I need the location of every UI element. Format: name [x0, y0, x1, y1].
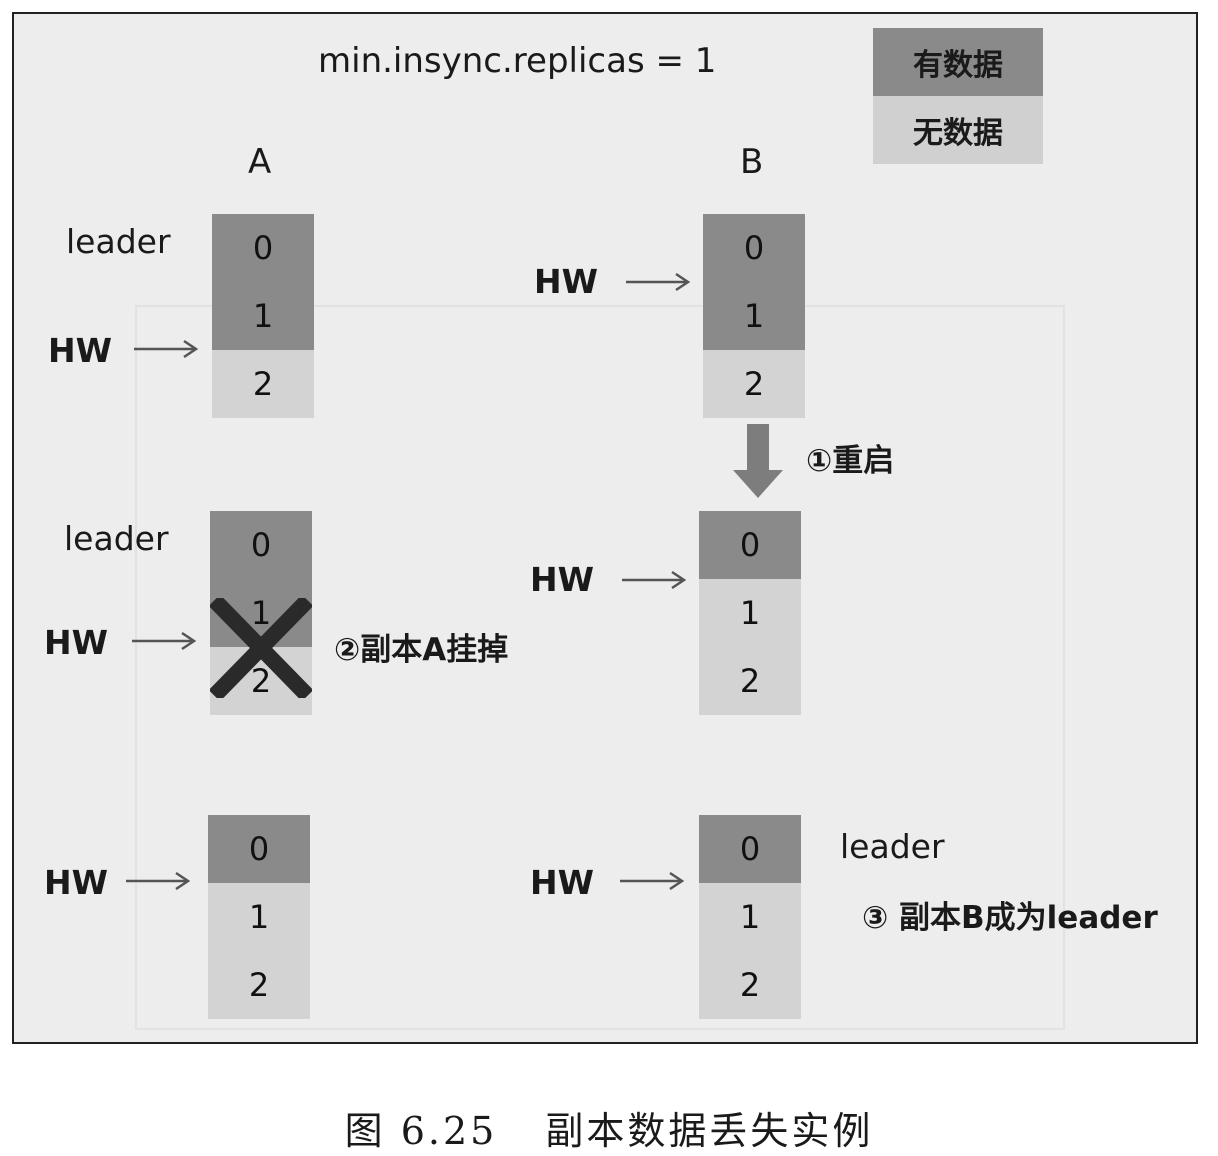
- log-cell-0: 0: [699, 511, 801, 579]
- log-cell-1: 1: [699, 579, 801, 647]
- log-cell-2: 2: [212, 350, 314, 418]
- cross-icon: [210, 598, 312, 698]
- column-label-b: B: [740, 142, 764, 182]
- column-label-a: A: [248, 142, 272, 182]
- legend-has-data: 有数据: [873, 28, 1043, 96]
- background-ghost-box: [135, 305, 1065, 1030]
- leader-label-a-row1: leader: [66, 222, 171, 261]
- hw-label-a-row1: HW: [48, 331, 113, 370]
- figure-caption: 图 6.25 副本数据丢失实例: [0, 1100, 1218, 1155]
- log-cell-1: 1: [212, 282, 314, 350]
- log-cell-2: 2: [699, 951, 801, 1019]
- hw-arrow-a-row1: [134, 339, 199, 359]
- log-stack-a-row3: 0 1 2: [208, 815, 310, 1019]
- diagram-title: min.insync.replicas = 1: [318, 41, 717, 81]
- log-stack-a-row1: 0 1 2: [212, 214, 314, 418]
- hw-arrow-a-row2: [132, 631, 197, 651]
- log-cell-0: 0: [208, 815, 310, 883]
- annotation-restart: ①重启: [806, 443, 895, 479]
- leader-label-a-row2: leader: [64, 519, 169, 558]
- log-cell-1: 1: [208, 883, 310, 951]
- hw-arrow-b-row3: [620, 871, 685, 891]
- log-stack-b-row2: 0 1 2: [699, 511, 801, 715]
- log-cell-0: 0: [210, 511, 312, 579]
- figure-caption-text: 副本数据丢失实例: [545, 1109, 874, 1153]
- hw-label-a-row2: HW: [44, 623, 109, 662]
- hw-label-b-row2: HW: [530, 560, 595, 599]
- hw-label-a-row3: HW: [44, 863, 109, 902]
- log-cell-2: 2: [208, 951, 310, 1019]
- log-cell-0: 0: [703, 214, 805, 282]
- figure-number: 图 6.25: [344, 1109, 498, 1153]
- annotation-replica-a-down: ②副本A挂掉: [334, 632, 509, 668]
- log-cell-0: 0: [699, 815, 801, 883]
- leader-label-b-row3: leader: [840, 827, 945, 866]
- log-cell-2: 2: [699, 647, 801, 715]
- annotation-replica-b-leader: ③ 副本B成为leader: [862, 900, 1158, 936]
- legend: 有数据 无数据: [873, 28, 1043, 164]
- log-cell-1: 1: [699, 883, 801, 951]
- hw-label-b-row3: HW: [530, 863, 595, 902]
- log-cell-2: 2: [703, 350, 805, 418]
- log-stack-b-row3: 0 1 2: [699, 815, 801, 1019]
- hw-label-b-row1: HW: [534, 262, 599, 301]
- log-stack-b-row1: 0 1 2: [703, 214, 805, 418]
- restart-down-arrow: [733, 424, 783, 498]
- hw-arrow-b-row1: [626, 272, 691, 292]
- log-cell-0: 0: [212, 214, 314, 282]
- legend-no-data: 无数据: [873, 96, 1043, 164]
- hw-arrow-a-row3: [126, 871, 191, 891]
- hw-arrow-b-row2: [622, 570, 687, 590]
- log-cell-1: 1: [703, 282, 805, 350]
